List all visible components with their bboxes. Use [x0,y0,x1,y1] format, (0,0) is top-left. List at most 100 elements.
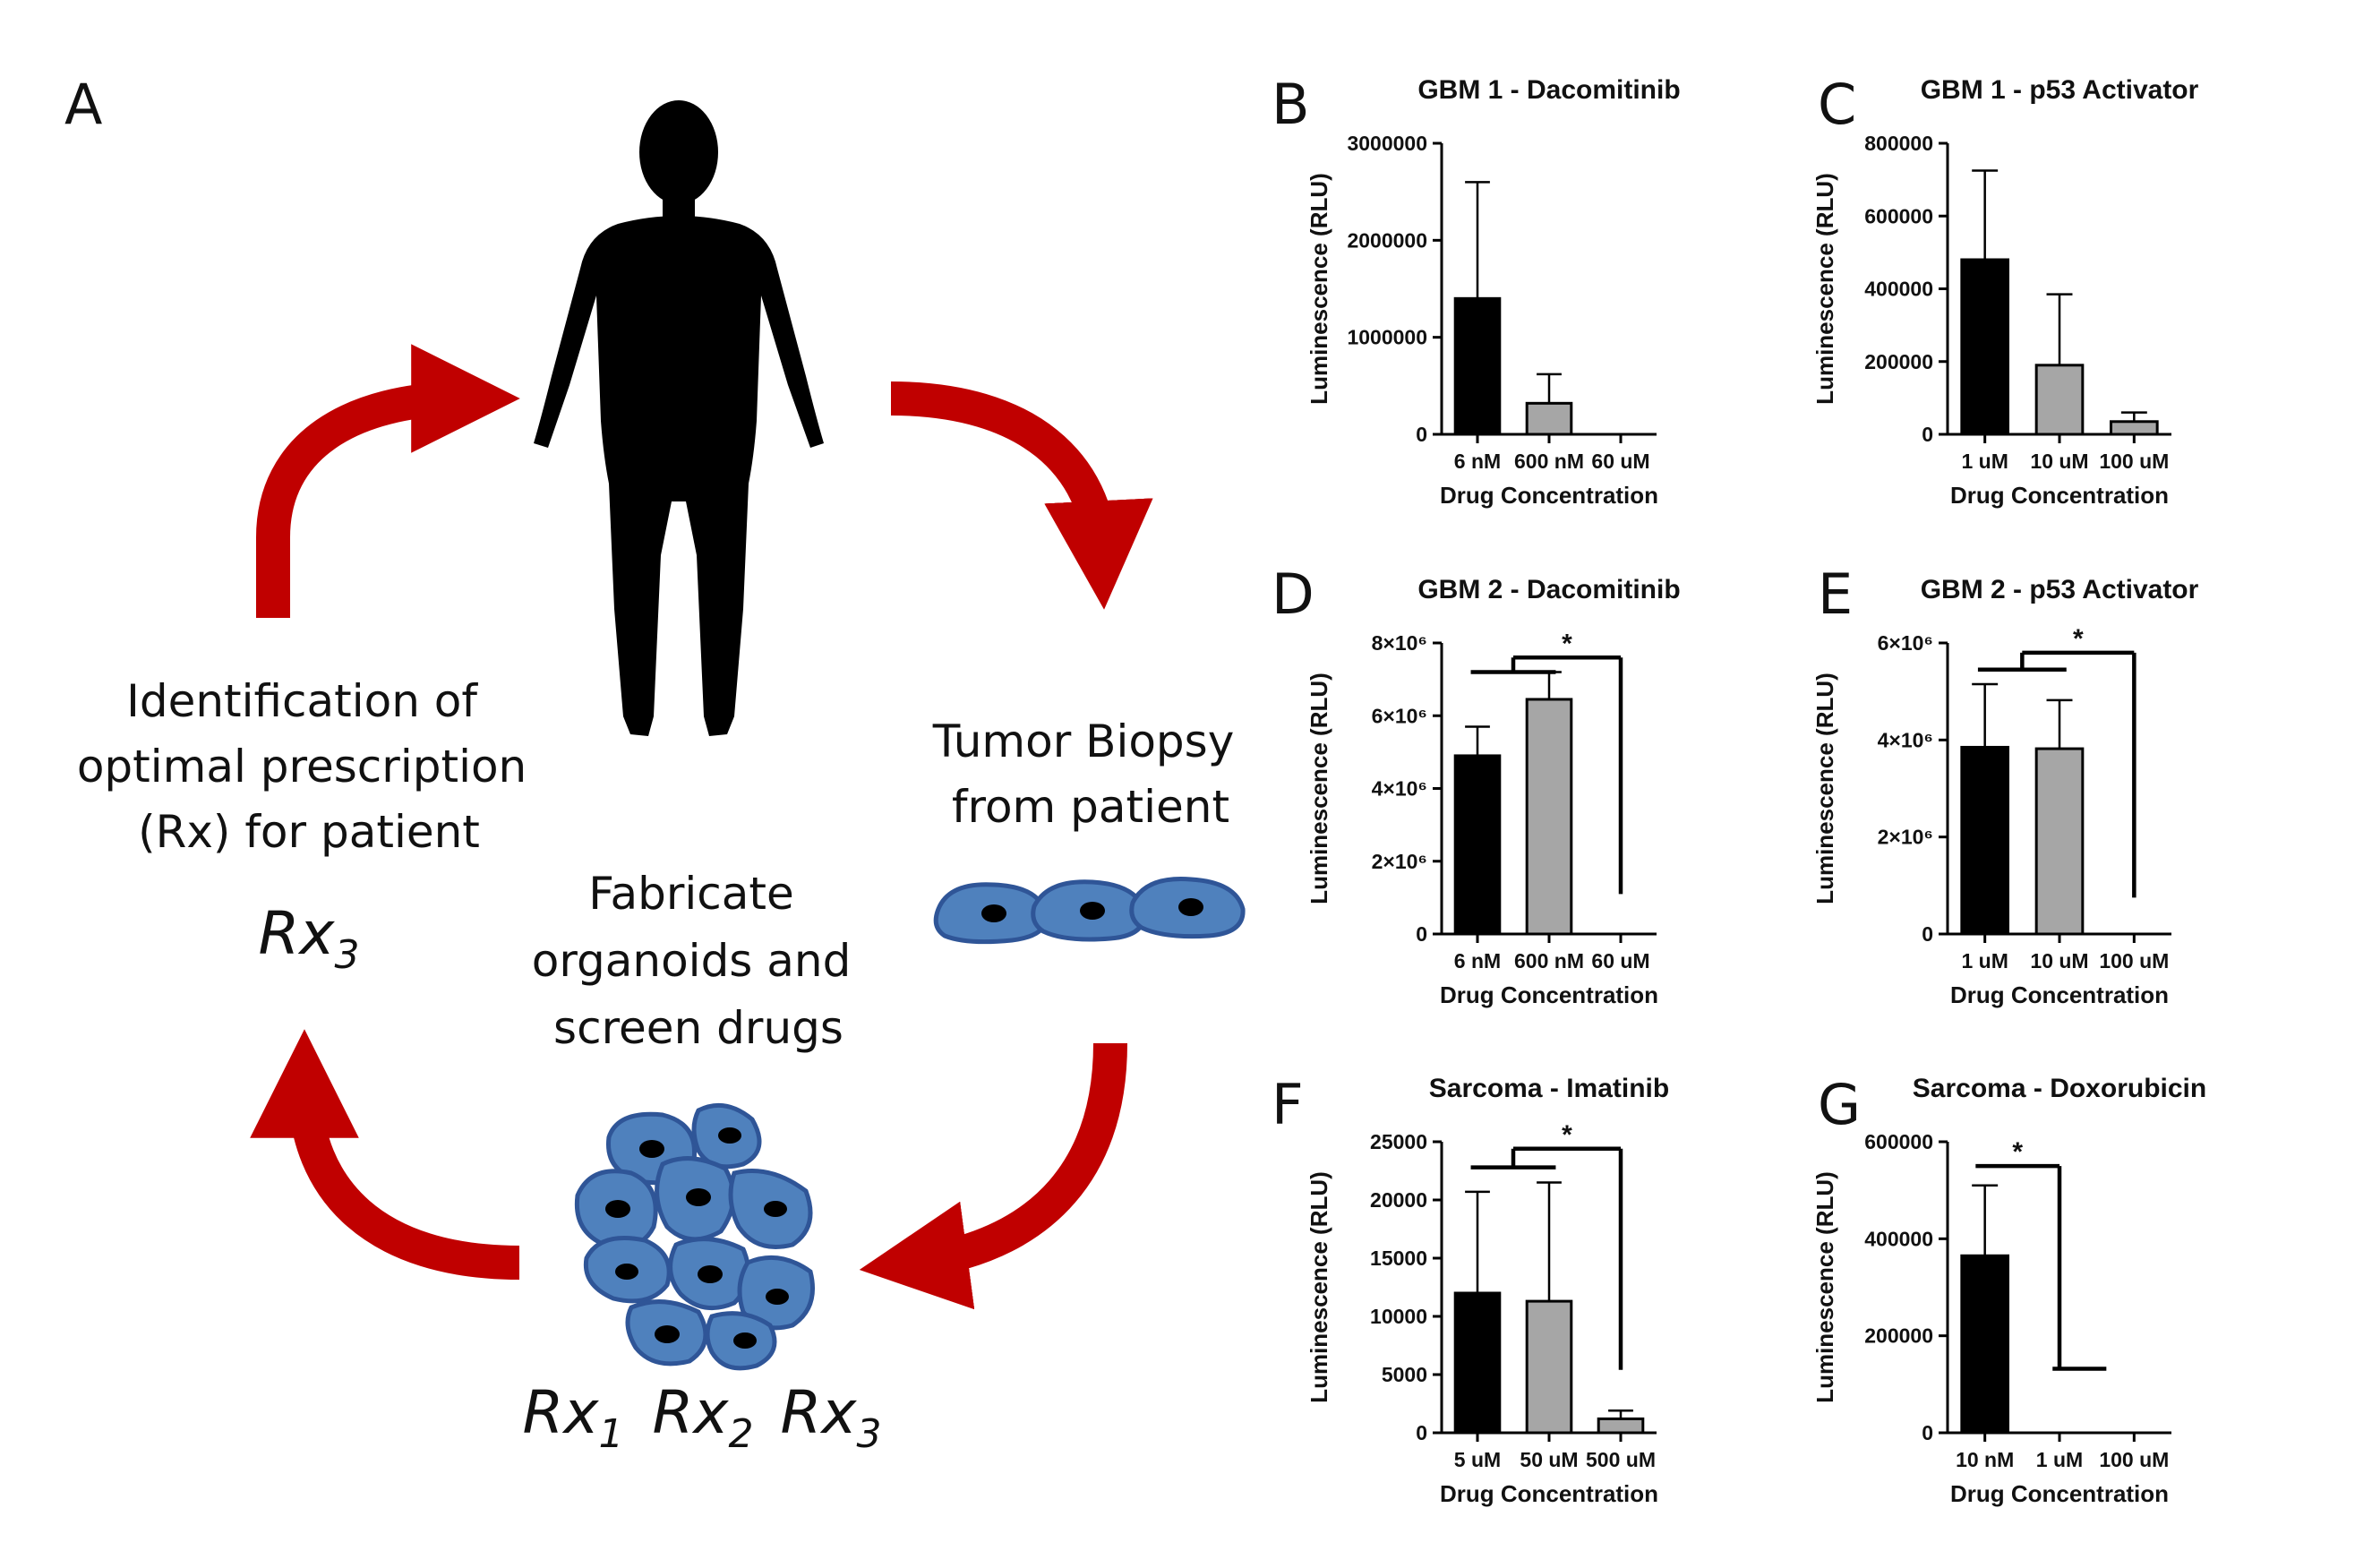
x-axis-label-b: Drug Concentration [1440,482,1658,509]
x-tick-label-c: 1 uM [1961,450,2008,473]
bar-d-1 [1525,698,1573,936]
x-tick-label-f: 500 uM [1586,1448,1656,1471]
y-tick-label-c: 0 [1922,423,1933,446]
human-silhouette-icon [534,100,824,736]
x-tick-label-c: 100 uM [2099,450,2169,473]
x-tick-label-d: 60 uM [1591,949,1649,973]
x-tick-label-b: 60 uM [1591,450,1649,473]
chart-title-e: GBM 2 - p53 Activator [1921,575,2199,604]
y-axis-label-c: Luminescence (RLU) [1811,173,1838,405]
x-tick-label-d: 6 nM [1454,949,1501,973]
candidate-rx-labels: Rx1 Rx2 Rx3 [523,1378,882,1457]
cell-chain-icon [933,877,1246,945]
bar-d-0 [1453,754,1502,936]
y-tick-label-d: 4×10⁶ [1372,777,1427,801]
x-tick-label-b: 6 nM [1454,450,1501,473]
x-tick-label-e: 100 uM [2099,949,2169,973]
sig-star-d: * [1562,629,1572,658]
chart-title-g: Sarcoma - Doxorubicin [1913,1074,2206,1103]
y-tick-label-b: 1000000 [1347,326,1427,349]
bar-e-0 [1960,745,2009,936]
y-tick-label-d: 2×10⁶ [1372,850,1427,873]
y-axis-label-e: Luminescence (RLU) [1811,673,1838,904]
bar-e-1 [2034,747,2085,936]
x-tick-label-f: 5 uM [1454,1448,1501,1471]
x-tick-label-d: 600 nM [1514,949,1584,973]
panel-letter-e: E [1818,561,1853,627]
y-tick-label-d: 6×10⁶ [1372,704,1427,727]
bar-b-0 [1453,296,1502,436]
chart-title-d: GBM 2 - Dacomitinib [1417,575,1680,604]
y-tick-label-g: 0 [1922,1421,1933,1444]
y-tick-label-b: 2000000 [1347,228,1427,252]
x-axis-label-c: Drug Concentration [1950,482,2169,509]
y-tick-label-f: 20000 [1370,1188,1427,1212]
x-tick-label-c: 10 uM [2030,450,2088,473]
arrow-biopsy-to-organoids [859,1042,1127,1310]
x-axis-label-g: Drug Concentration [1950,1480,2169,1507]
bar-f-0 [1453,1291,1502,1435]
sig-star-e: * [2073,624,2084,654]
y-tick-label-e: 2×10⁶ [1878,826,1933,849]
x-tick-label-g: 10 nM [1956,1448,2014,1471]
x-axis-label-e: Drug Concentration [1950,981,2169,1008]
y-tick-label-e: 4×10⁶ [1878,728,1933,751]
x-tick-label-f: 50 uM [1520,1448,1578,1471]
y-axis-label-b: Luminescence (RLU) [1306,173,1332,405]
y-tick-label-c: 200000 [1864,350,1933,373]
cycle-panel: A Identification of optimal prescription… [64,72,1248,1457]
arrow-rx-to-patient [256,344,520,618]
x-tick-label-g: 1 uM [2036,1448,2083,1471]
y-tick-label-b: 0 [1416,423,1427,446]
x-axis-label-f: Drug Concentration [1440,1480,1658,1507]
chart-title-b: GBM 1 - Dacomitinib [1417,75,1680,105]
bar-f-1 [1525,1299,1573,1435]
panel-letter-f: F [1272,1072,1304,1137]
optimal-rx-label: Rx3 [259,899,360,978]
y-tick-label-f: 5000 [1382,1363,1427,1386]
y-tick-label-e: 0 [1922,922,1933,946]
arrow-organoids-to-rx [250,1029,520,1280]
bar-c-0 [1960,258,2009,436]
panel-letter-b: B [1272,72,1310,137]
x-axis-label-d: Drug Concentration [1440,981,1658,1008]
biopsy-text: Tumor Biopsy from patient [932,715,1248,833]
y-tick-label-d: 8×10⁶ [1372,631,1427,655]
y-axis-label-d: Luminescence (RLU) [1306,673,1332,904]
y-tick-label-b: 3000000 [1347,132,1427,155]
y-tick-label-e: 6×10⁶ [1878,631,1933,655]
chart-b: B GBM 1 - Dacomitinib 0 1000000 2000000 30000… [1272,72,1681,509]
panel-letter-g: G [1818,1072,1861,1137]
chart-title-c: GBM 1 - p53 Activator [1921,75,2199,105]
y-tick-label-c: 600000 [1864,204,1933,227]
x-tick-label-b: 600 nM [1514,450,1584,473]
bar-g-0 [1960,1254,2009,1435]
arrow-patient-to-biopsy [890,381,1153,610]
y-tick-label-f: 15000 [1370,1247,1427,1270]
y-tick-label-g: 400000 [1864,1227,1933,1250]
y-axis-label-g: Luminescence (RLU) [1811,1171,1838,1403]
organoid-cluster-icon [574,1102,815,1371]
candidate-rx-1: Rx1 [523,1378,624,1457]
chart-title-f: Sarcoma - Imatinib [1429,1074,1669,1103]
y-axis-label-f: Luminescence (RLU) [1306,1171,1332,1403]
x-tick-label-e: 10 uM [2030,949,2088,973]
chart-g: G Sarcoma - Doxorubicin 0 200000 400000 60000… [1811,1072,2206,1507]
candidate-rx-2: Rx2 [653,1378,754,1457]
bar-f-2 [1597,1417,1645,1435]
y-tick-label-g: 600000 [1864,1130,1933,1153]
fabricate-text: Fabricate organoids and screen drugs [532,868,865,1054]
bar-c-2 [2110,420,2159,436]
y-tick-label-f: 25000 [1370,1130,1427,1153]
y-tick-label-f: 10000 [1370,1305,1427,1328]
y-tick-label-g: 200000 [1864,1324,1933,1348]
bar-c-1 [2034,364,2085,436]
identification-text: Identification of optimal prescription (… [77,675,541,858]
panel-letter-d: D [1272,561,1314,627]
